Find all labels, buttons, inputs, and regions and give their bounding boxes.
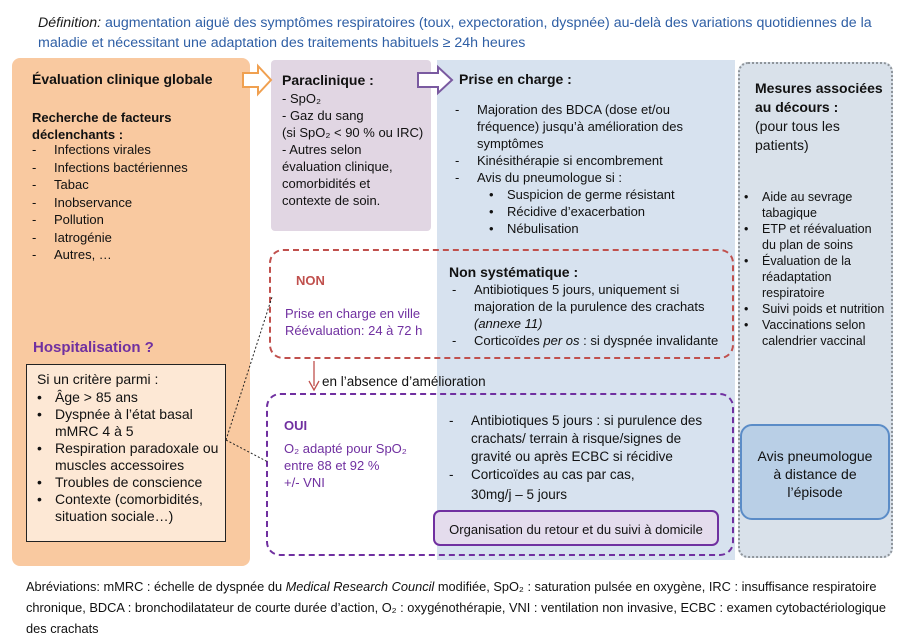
oui-list: Antibiotiques 5 jours : si purulence des… bbox=[449, 412, 724, 484]
mesures-item: ETP et réévaluation du plan de soins bbox=[740, 221, 888, 253]
factor-item: Infections bactériennes bbox=[32, 159, 188, 177]
oui-label: OUI bbox=[284, 418, 308, 433]
prise-en-charge-title: Prise en charge : bbox=[459, 71, 572, 87]
factor-item: Infections virales bbox=[32, 141, 188, 159]
connector-hospi-oui bbox=[225, 439, 269, 463]
oui-line-1: O₂ adapté pour SpO₂ bbox=[284, 441, 407, 456]
avis-sub-item: Suspicion de germe résistant bbox=[485, 186, 715, 203]
factor-item: Iatrogénie bbox=[32, 229, 188, 247]
paraclinique-title: Paraclinique : bbox=[282, 72, 374, 88]
mesures-subtitle-2: patients) bbox=[755, 137, 809, 153]
oui-line-2: entre 88 et 92 % bbox=[284, 458, 380, 473]
avis-sub-item: Récidive d’exacerbation bbox=[485, 203, 715, 220]
paraclinique-panel bbox=[271, 60, 431, 231]
paraclinique-line: - SpO₂ bbox=[282, 91, 321, 106]
non-panel bbox=[269, 249, 734, 359]
non-cortico-pre: Corticoïdes bbox=[474, 333, 544, 348]
prise-en-charge-item: Avis du pneumologue si : bbox=[455, 169, 723, 186]
abbreviations-p1: Abréviations: mMRC : échelle de dyspnée … bbox=[26, 579, 286, 594]
oui-item: Corticoïdes au cas par cas, bbox=[449, 466, 724, 484]
definition-text: augmentation aiguë des symptômes respira… bbox=[38, 15, 872, 51]
paraclinique-content: - SpO₂ - Gaz du sang (si SpO₂ < 90 % ou … bbox=[282, 90, 430, 209]
abbreviations-em: Medical Research Council bbox=[285, 579, 435, 594]
mesures-item: Suivi poids et nutrition bbox=[740, 301, 888, 317]
factors-title-1: Recherche de facteurs bbox=[32, 110, 172, 125]
definition-label: Définition: bbox=[38, 15, 102, 31]
oui-cortico-dose: 30mg/j – 5 jours bbox=[471, 487, 568, 502]
criteria-item: Dyspnée à l’état basal mMRC 4 à 5 bbox=[33, 406, 223, 440]
transition-label: en l’absence d’amélioration bbox=[322, 374, 486, 389]
non-systematique-list: Antibiotiques 5 jours, uniquement si maj… bbox=[452, 281, 724, 349]
abbreviations: Abréviations: mMRC : échelle de dyspnée … bbox=[26, 576, 888, 639]
non-antibio: Antibiotiques 5 jours, uniquement si maj… bbox=[474, 282, 705, 314]
connector-hospi-non bbox=[225, 296, 273, 441]
paraclinique-line: (si SpO₂ < 90 % ou IRC) bbox=[282, 125, 424, 140]
paraclinique-line: - Autres selon bbox=[282, 142, 362, 157]
criteria-item: Contexte (comorbidités, situation social… bbox=[33, 491, 223, 525]
criteria-item: Âge > 85 ans bbox=[33, 389, 223, 406]
oui-item: Antibiotiques 5 jours : si purulence des… bbox=[449, 412, 724, 466]
non-systematique-item: Corticoïdes per os : si dyspnée invalida… bbox=[452, 332, 724, 349]
paraclinique-line: évaluation clinique, bbox=[282, 159, 393, 174]
criteria-list: Âge > 85 ans Dyspnée à l’état basal mMRC… bbox=[33, 389, 223, 525]
mesures-title-1: Mesures associées bbox=[755, 80, 883, 96]
oui-line-3: +/- VNI bbox=[284, 475, 325, 490]
criteria-item: Troubles de conscience bbox=[33, 474, 223, 491]
paraclinique-line: comorbidités et bbox=[282, 176, 371, 191]
prise-en-charge-list: Majoration des BDCA (dose et/ou fréquenc… bbox=[455, 101, 723, 186]
non-systematique-title: Non systématique : bbox=[449, 264, 579, 280]
non-cortico-post: : si dyspnée invalidante bbox=[579, 333, 719, 348]
arrow-to-paraclinique bbox=[242, 63, 273, 97]
non-annexe: (annexe 11) bbox=[474, 316, 543, 331]
abbreviations-p2: modifiée, SpO₂ : saturation pulsée en ox… bbox=[26, 579, 887, 636]
non-systematique-item: Antibiotiques 5 jours, uniquement si maj… bbox=[452, 281, 724, 332]
non-line-1: Prise en charge en ville bbox=[285, 306, 421, 321]
factors-list: Infections virales Infections bactérienn… bbox=[32, 141, 188, 264]
avis-pneumo-box: Avis pneumologue à distance de l’épisode bbox=[740, 424, 890, 520]
factor-item: Autres, … bbox=[32, 246, 188, 264]
arrow-non-to-oui-head bbox=[308, 380, 320, 392]
non-line-2: Réévaluation: 24 à 72 h bbox=[285, 323, 423, 338]
criteria-intro: Si un critère parmi : bbox=[37, 371, 159, 387]
hospitalisation-title: Hospitalisation ? bbox=[33, 339, 154, 356]
prise-en-charge-item: Kinésithérapie si encombrement bbox=[455, 152, 723, 169]
organisation-label: Organisation du retour et du suivi à dom… bbox=[449, 522, 703, 537]
criteria-item: Respiration paradoxale ou muscles access… bbox=[33, 440, 223, 474]
non-label: NON bbox=[296, 273, 325, 288]
definition: Définition: augmentation aiguë des sympt… bbox=[38, 13, 888, 53]
mesures-item: Aide au sevrage tabagique bbox=[740, 189, 888, 221]
prise-en-charge-item: Majoration des BDCA (dose et/ou fréquenc… bbox=[455, 101, 723, 152]
hospitalisation-criteria-box: Si un critère parmi : Âge > 85 ans Dyspn… bbox=[26, 364, 226, 542]
avis-pneumo-label: Avis pneumologue à distance de l’épisode bbox=[757, 448, 873, 500]
mesures-item: Vaccinations selon calendrier vaccinal bbox=[740, 317, 888, 349]
factors-title-2: déclenchants : bbox=[32, 127, 124, 142]
mesures-title-2: au décours : bbox=[755, 99, 839, 115]
mesures-list: Aide au sevrage tabagique ETP et réévalu… bbox=[740, 189, 888, 349]
factor-item: Pollution bbox=[32, 211, 188, 229]
oui-panel bbox=[266, 393, 734, 556]
arrow-to-prise-en-charge bbox=[417, 64, 454, 96]
paraclinique-line: contexte de soin. bbox=[282, 193, 381, 208]
mesures-subtitle-1: (pour tous les bbox=[755, 118, 840, 134]
avis-sub-item: Nébulisation bbox=[485, 220, 715, 237]
factor-item: Tabac bbox=[32, 176, 188, 194]
evaluation-title: Évaluation clinique globale bbox=[32, 71, 213, 87]
non-cortico-em: per os bbox=[543, 333, 580, 348]
factor-item: Inobservance bbox=[32, 194, 188, 212]
organisation-box: Organisation du retour et du suivi à dom… bbox=[433, 510, 719, 546]
mesures-item: Évaluation de la réadaptation respiratoi… bbox=[740, 253, 888, 301]
avis-pneumo-sublist: Suspicion de germe résistant Récidive d’… bbox=[485, 186, 715, 237]
paraclinique-line: - Gaz du sang bbox=[282, 108, 364, 123]
